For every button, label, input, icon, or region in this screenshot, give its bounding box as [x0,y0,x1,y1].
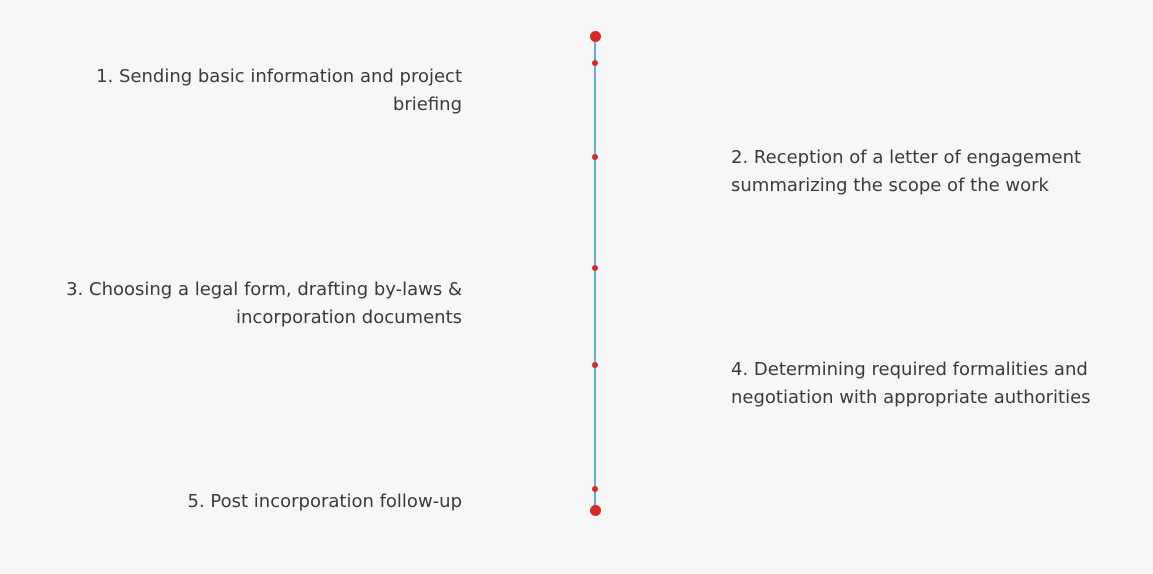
timeline-step-2: 2. Reception of a letter of engagement s… [731,147,1082,196]
timeline-axis-line [594,37,596,511]
step-marker [592,486,598,492]
timeline-step-4: 4. Determining required formalities and … [731,359,1091,408]
timeline-start-dot [590,31,601,42]
step-marker [592,265,598,271]
step-marker [592,154,598,160]
timeline-end-dot [590,505,601,516]
timeline-step-5: 5. Post incorporation follow-up [187,491,462,512]
step-marker [592,60,598,66]
timeline-step-3: 3. Choosing a legal form, drafting by-la… [66,279,462,328]
timeline-step-1: 1. Sending basic information and project… [96,66,462,115]
step-marker [592,362,598,368]
